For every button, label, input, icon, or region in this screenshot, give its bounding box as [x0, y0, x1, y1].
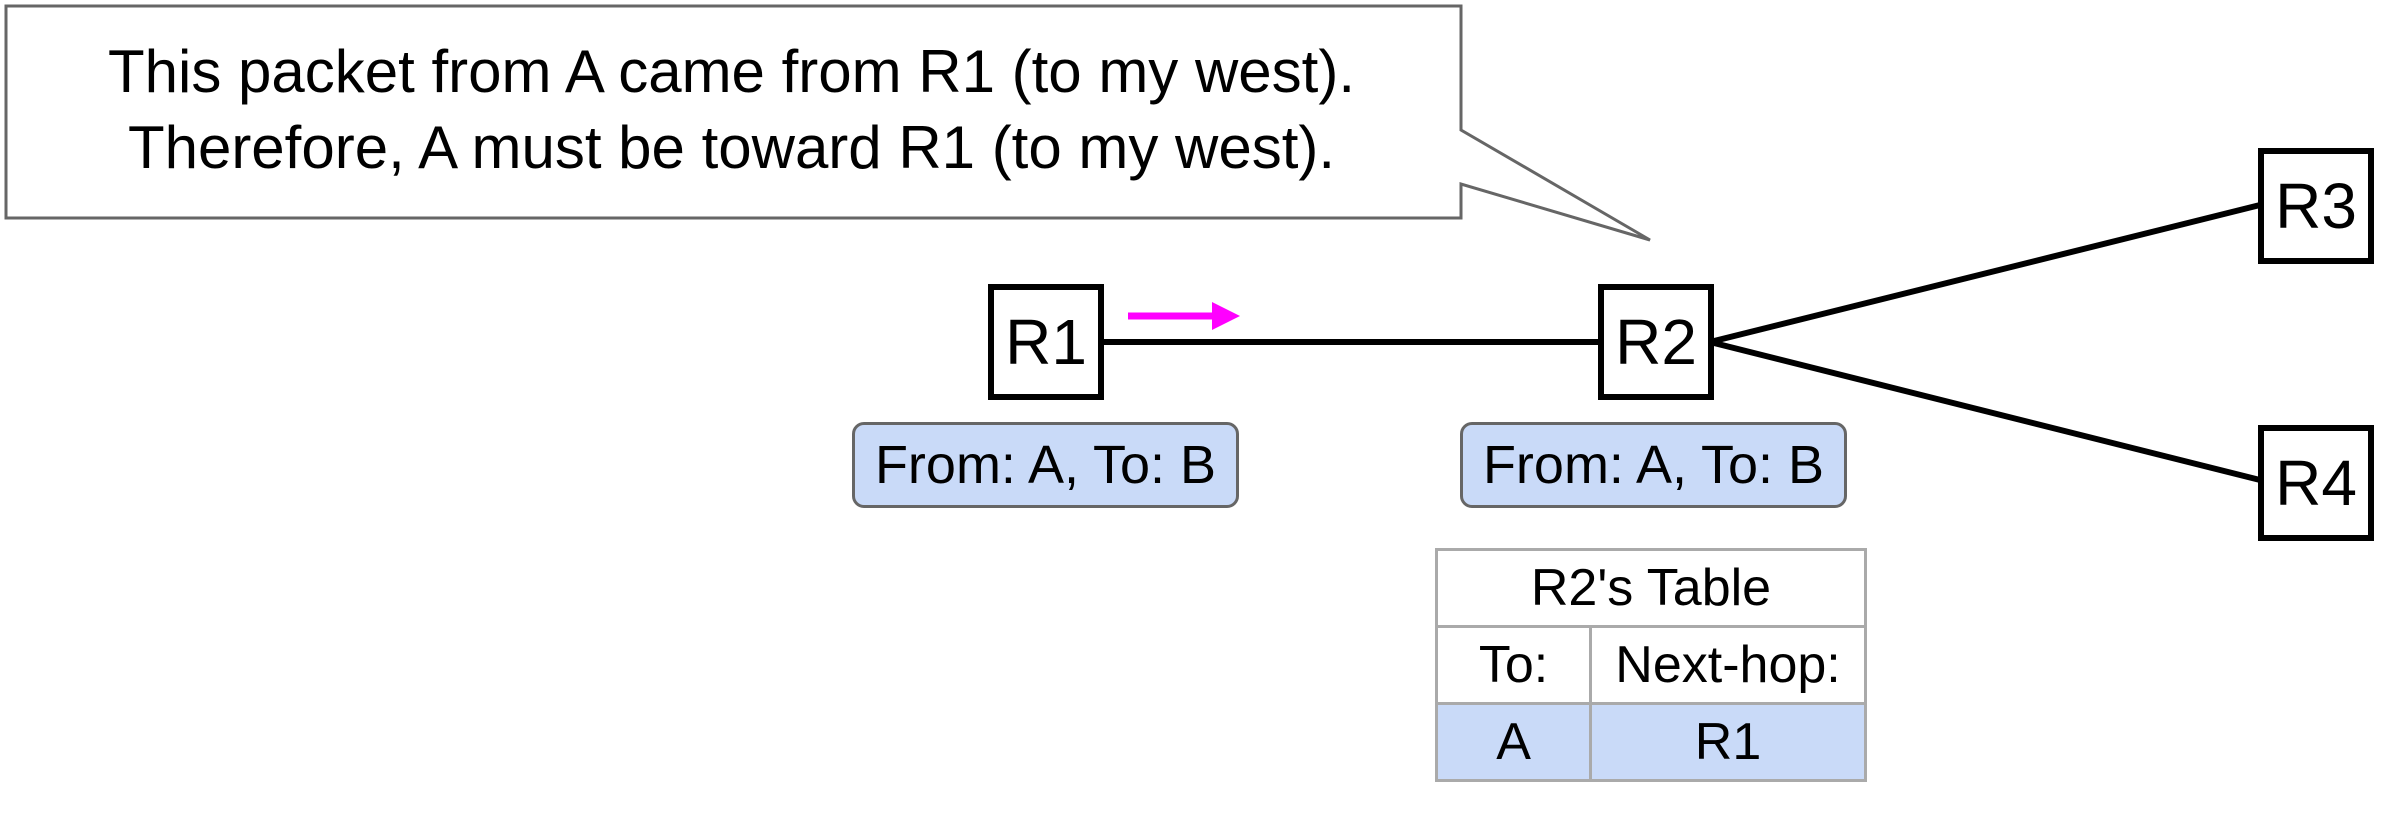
- callout-bubble: [4, 4, 1651, 242]
- router-label: R2: [1615, 306, 1697, 378]
- router-r3: R3: [2258, 148, 2374, 264]
- table-cell-next-hop: R1: [1589, 702, 1867, 782]
- callout-line: Therefore, A must be toward R1 (to my we…: [127, 114, 1336, 181]
- router-label: R1: [1005, 306, 1087, 378]
- callout-line: This packet from A came from R1 (to my w…: [108, 38, 1355, 105]
- table-cell-to: A: [1434, 702, 1593, 782]
- table-header-next-hop: Next-hop:: [1589, 625, 1867, 705]
- link-r2-r4: [1709, 339, 2261, 483]
- link-r2-r3: [1709, 202, 2261, 345]
- router-label: R3: [2275, 170, 2357, 242]
- router-r4: R4: [2258, 425, 2374, 541]
- table-title: R2's Table: [1435, 548, 1867, 628]
- callout-text: This packet from A came from R1 (to my w…: [6, 6, 1457, 214]
- packet-label: From: A, To: B: [874, 435, 1217, 495]
- router-r2: R2: [1598, 284, 1714, 400]
- router-r1: R1: [988, 284, 1104, 400]
- packet-direction-arrow: [1128, 302, 1240, 330]
- packet-header-r2: From: A, To: B: [1460, 422, 1847, 508]
- packet-label: From: A, To: B: [1482, 435, 1825, 495]
- table-row: A R1: [1434, 702, 1867, 782]
- router-label: R4: [2275, 447, 2357, 519]
- forwarding-table-r2: R2's Table To: Next-hop: A R1: [1434, 548, 1867, 782]
- table-header-to: To:: [1434, 625, 1593, 705]
- packet-header-r1: From: A, To: B: [852, 422, 1239, 508]
